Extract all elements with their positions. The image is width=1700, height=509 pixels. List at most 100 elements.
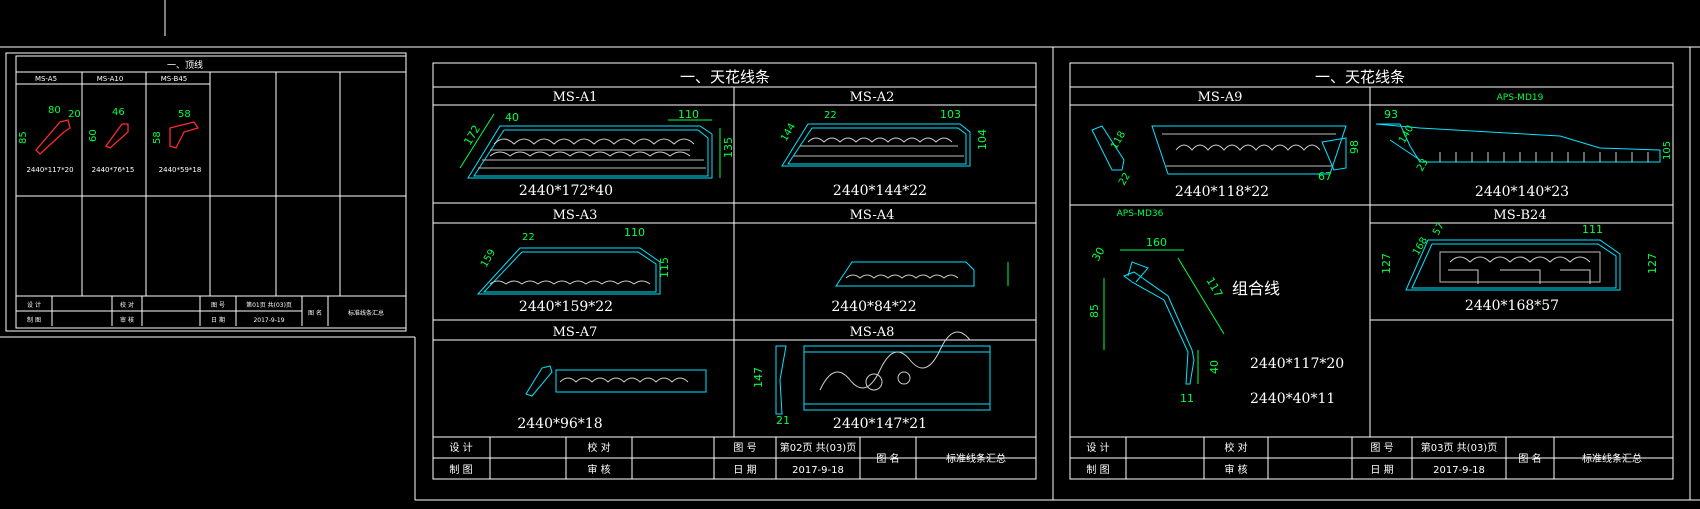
s3-tb-no: 第03页 共(03)页	[1421, 441, 1497, 454]
s2-dim: 159	[479, 247, 498, 269]
s2-tb-no: 第02页 共(03)页	[780, 441, 856, 454]
s2-code: MS-A1	[553, 90, 598, 105]
s3-dim: 93	[1384, 108, 1398, 121]
s1-tb-date-label: 日 期	[211, 316, 225, 324]
s2-drawing-ms-a1	[467, 125, 713, 179]
s3-tb-no-label: 图 号	[1370, 442, 1393, 454]
sheet-borders	[0, 46, 1700, 501]
s2-dim: 135	[722, 137, 735, 158]
s1-dim: 85	[18, 131, 29, 144]
s2-dim: 104	[976, 129, 989, 150]
s2-code: MS-A7	[553, 325, 598, 340]
s2-tb-date: 2017-9-18	[792, 465, 844, 476]
s3-tb-check: 校 对	[1224, 441, 1247, 454]
s3-tb-name: 标准线条汇总	[1582, 452, 1642, 465]
sheet-3: 一、天花线条 MS-A9 APS-MD19 APS-MD36 MS-B24 11…	[1069, 62, 1674, 480]
s3-drawing-ms-b24	[1405, 239, 1621, 291]
s3-dim: 118	[1109, 129, 1128, 151]
s2-drawing-ms-a4	[835, 261, 975, 287]
s2-size: 2440*147*21	[833, 416, 927, 432]
s2-dim: 40	[505, 111, 519, 124]
s3-code: MS-A9	[1198, 90, 1243, 105]
s2-tb-name: 标准线条汇总	[946, 452, 1006, 465]
sheet-1-title: 一、顶线	[167, 59, 203, 71]
s1-profile-ms-b45	[169, 121, 200, 149]
s2-tb-name-label: 图 名	[876, 452, 899, 465]
s3-dim: 160	[1146, 236, 1167, 249]
s2-dim: 22	[824, 110, 837, 121]
s3-dim: 105	[1662, 141, 1673, 160]
s2-dim: 144	[779, 121, 798, 143]
s3-code: APS-MD36	[1117, 209, 1164, 219]
sheet-2-title: 一、天花线条	[680, 68, 770, 86]
s2-tb-check: 校 对	[587, 441, 610, 454]
s1-dim: 60	[88, 129, 99, 142]
s3-combo-size: 2440*117*20	[1250, 356, 1344, 372]
s3-code: MS-B24	[1493, 208, 1546, 223]
s1-dim: 58	[152, 131, 163, 144]
s2-drawing-ms-a3	[476, 247, 661, 295]
s2-dim: 115	[658, 257, 671, 278]
s2-tb-date-label: 日 期	[733, 464, 756, 476]
sheet-3-frame	[1069, 62, 1674, 480]
s1-dim: 58	[178, 109, 191, 120]
s2-size: 2440*144*22	[833, 183, 927, 199]
s2-dim: 147	[752, 367, 765, 388]
s2-code: MS-A3	[553, 208, 598, 223]
s3-dim: 140	[1397, 123, 1416, 145]
s3-code: APS-MD19	[1497, 93, 1544, 103]
s2-size: 2440*172*40	[519, 183, 613, 199]
s3-dim: 111	[1582, 223, 1603, 236]
s3-drawing-ms-a9	[1091, 125, 1347, 175]
s3-combo-label: 组合线	[1232, 279, 1280, 298]
s3-drawing-aps-md19	[1375, 123, 1661, 163]
s2-code: MS-A8	[850, 325, 895, 340]
s1-tb-review: 审 核	[120, 316, 134, 324]
s2-size: 2440*84*22	[831, 299, 916, 315]
s1-item-size: 2440*117*20	[26, 166, 73, 174]
s1-profile-ms-a10	[105, 123, 129, 149]
s2-drawing-ms-a2	[781, 123, 971, 167]
s3-size: 2440*168*57	[1465, 298, 1559, 314]
s3-tb-draw: 制 图	[1086, 463, 1109, 476]
s3-tb-review: 审 核	[1224, 463, 1247, 476]
s3-dim: 11	[1180, 392, 1194, 405]
s1-dim: 20	[68, 109, 81, 120]
s2-tb-no-label: 图 号	[733, 442, 756, 454]
s1-tb-check: 校 对	[120, 301, 134, 309]
s2-code: MS-A4	[850, 208, 895, 223]
s1-tb-draw: 制 图	[27, 316, 41, 324]
s3-size: 2440*118*22	[1175, 184, 1269, 200]
s1-item-size: 2440*76*15	[92, 166, 135, 174]
s1-tb-name: 标准线条汇总	[348, 309, 384, 317]
s3-drawing-aps-md36	[1122, 261, 1195, 385]
s3-dim: 23	[1415, 157, 1431, 174]
s2-dim: 110	[678, 108, 699, 121]
sheet-2-frame	[432, 62, 1037, 480]
s1-item-code: MS-B45	[161, 75, 187, 83]
s3-dim: 67	[1318, 170, 1332, 183]
s3-dim: 22	[1117, 171, 1133, 188]
s1-item-size: 2440*59*18	[159, 166, 202, 174]
s2-tb-draw: 制 图	[449, 463, 472, 476]
s3-dim: 98	[1348, 140, 1361, 154]
s2-size: 2440*159*22	[519, 299, 613, 315]
s1-item-code: MS-A5	[35, 75, 57, 83]
s3-tb-date-label: 日 期	[1370, 464, 1393, 476]
s1-tb-no: 第01页 共(03)页	[246, 301, 292, 309]
s1-item-code: MS-A10	[97, 75, 124, 83]
s2-drawing-ms-a7	[525, 365, 707, 397]
s1-tb-name-label: 图 名	[308, 309, 322, 317]
s2-size: 2440*96*18	[517, 416, 602, 432]
s2-tb-design: 设 计	[449, 441, 472, 454]
s3-combo-size: 2440*40*11	[1250, 391, 1335, 407]
s2-dim: 22	[522, 232, 535, 243]
s2-tb-review: 审 核	[587, 463, 610, 476]
sheet-1-frame	[5, 52, 407, 332]
sheet-1: 一、顶线 MS-A5 80 20 85 2440*117*20 MS-A10 4…	[5, 52, 407, 332]
s3-dim: 85	[1088, 304, 1101, 318]
s1-dim: 46	[112, 107, 125, 118]
s2-drawing-ms-a8	[775, 331, 991, 415]
s3-tb-design: 设 计	[1086, 441, 1109, 454]
